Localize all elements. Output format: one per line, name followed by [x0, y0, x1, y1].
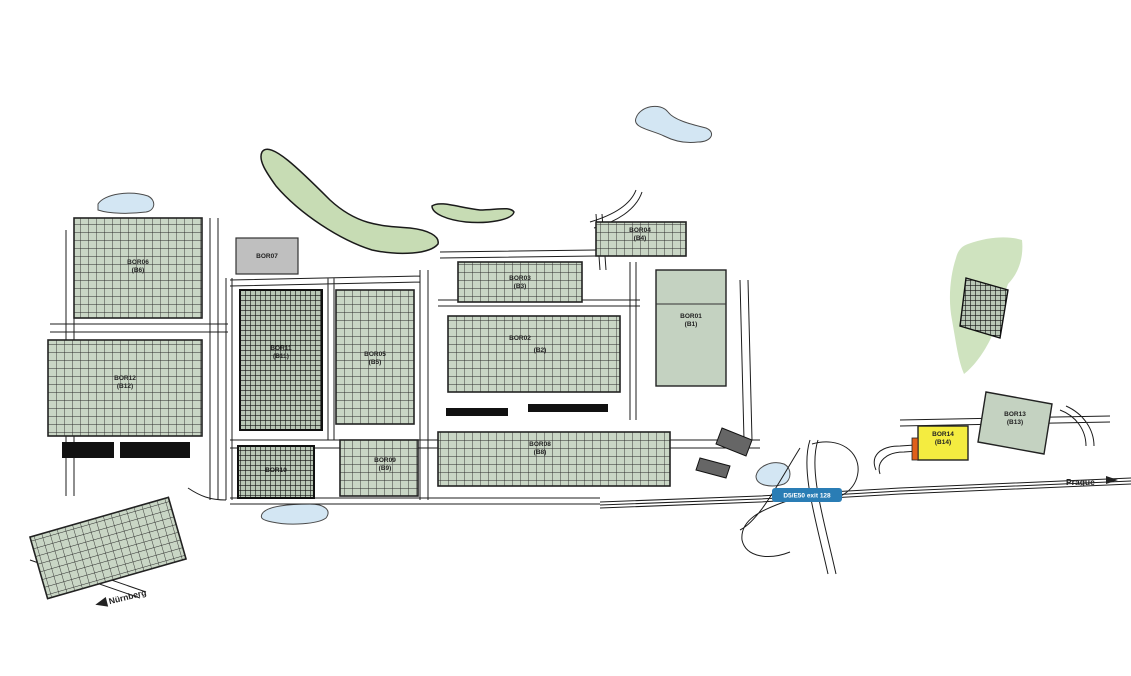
svg-text:BOR03: BOR03 — [509, 275, 531, 282]
arrow-left-icon — [95, 596, 109, 607]
svg-text:(B5): (B5) — [369, 359, 382, 366]
building-bor02[interactable]: BOR02 (B2) — [446, 315, 621, 416]
svg-text:(B4): (B4) — [634, 235, 647, 242]
svg-text:BOR09: BOR09 — [374, 457, 396, 464]
svg-text:BOR12: BOR12 — [114, 375, 136, 382]
pond-south — [260, 503, 329, 525]
building-bor13[interactable]: BOR13 (B13) — [977, 391, 1053, 455]
svg-text:BOR13: BOR13 — [1004, 411, 1026, 418]
svg-text:(B13): (B13) — [1007, 419, 1023, 426]
svg-text:BOR06: BOR06 — [127, 259, 149, 266]
building-service[interactable] — [695, 427, 753, 479]
building-bor10[interactable]: BOR10 — [237, 445, 315, 499]
green-area-crescent-west — [260, 148, 439, 255]
pond-west-top — [97, 192, 155, 214]
svg-text:(B1): (B1) — [685, 321, 698, 328]
building-bor04[interactable]: BOR04 (B4) — [595, 221, 687, 257]
highway-exit-badge: D5/E50 exit 128 — [772, 488, 842, 502]
svg-text:BOR04: BOR04 — [629, 227, 651, 234]
building-bor07[interactable]: BOR07 — [235, 237, 299, 275]
green-area-crescent-small — [431, 203, 515, 224]
svg-text:BOR02: BOR02 — [509, 335, 531, 342]
svg-text:(B3): (B3) — [514, 283, 527, 290]
svg-text:(B6): (B6) — [132, 267, 145, 274]
direction-nurnberg: Nürnberg — [95, 587, 148, 607]
pond-north — [635, 105, 713, 143]
svg-text:(B12): (B12) — [117, 383, 133, 390]
svg-text:(B11): (B11) — [273, 353, 289, 360]
building-east-site[interactable] — [959, 277, 1009, 339]
svg-text:BOR10: BOR10 — [265, 467, 287, 474]
building-bor03[interactable]: BOR03 (B3) — [457, 261, 583, 303]
svg-text:(B2): (B2) — [534, 347, 547, 354]
svg-text:Prague: Prague — [1066, 477, 1095, 487]
building-bor12[interactable]: BOR12 (B12) — [47, 339, 203, 458]
building-bor11[interactable]: BOR11 (B11) — [239, 289, 323, 431]
svg-text:(B14): (B14) — [935, 439, 951, 446]
svg-text:BOR07: BOR07 — [256, 253, 278, 260]
svg-text:BOR01: BOR01 — [680, 313, 702, 320]
svg-text:D5/E50 exit 128: D5/E50 exit 128 — [783, 493, 831, 500]
direction-prague: Prague — [1066, 476, 1118, 487]
svg-text:BOR14: BOR14 — [932, 431, 954, 438]
highway-d5-inner — [599, 480, 1131, 506]
building-bor01[interactable]: BOR01 (B1) — [655, 269, 727, 387]
svg-text:BOR05: BOR05 — [364, 351, 386, 358]
arrow-right-icon — [1106, 476, 1118, 484]
pond-junction — [755, 462, 791, 487]
building-bor06[interactable]: BOR06 (B6) — [73, 217, 203, 319]
building-bor08[interactable]: BOR08 (B8) — [437, 431, 671, 487]
building-bor05[interactable]: BOR05 (B5) — [335, 289, 415, 425]
svg-text:BOR11: BOR11 — [270, 345, 292, 352]
svg-text:(B9): (B9) — [379, 465, 392, 472]
svg-text:BOR08: BOR08 — [529, 441, 551, 448]
building-bor09[interactable]: BOR09 (B9) — [339, 439, 419, 497]
svg-text:Nürnberg: Nürnberg — [108, 587, 148, 606]
building-southwest[interactable]: BOR13 — [28, 496, 188, 600]
interchange-loops — [739, 439, 933, 575]
building-bor14[interactable]: BOR14 (B14) — [911, 425, 969, 461]
svg-text:(B8): (B8) — [534, 449, 547, 456]
